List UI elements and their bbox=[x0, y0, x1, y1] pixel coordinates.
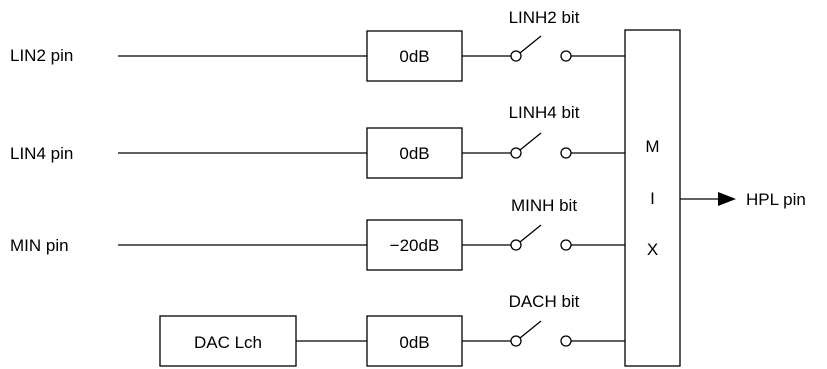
mixer-box bbox=[624, 29, 681, 367]
dach-switch bbox=[510, 320, 572, 347]
dac-gain-box bbox=[366, 315, 463, 367]
lin2-gain-label: 0dB bbox=[399, 47, 429, 66]
dac-lch-label: DAC Lch bbox=[194, 333, 262, 352]
linh4-bit-label: LINH4 bit bbox=[509, 103, 580, 122]
dach-bit-label: DACH bit bbox=[509, 292, 580, 311]
linh2-bit-label: LINH2 bit bbox=[509, 8, 580, 27]
mixer-letter-i: I bbox=[650, 189, 655, 208]
lin4-pin-label: LIN4 pin bbox=[10, 144, 73, 163]
min-gain-box bbox=[366, 219, 463, 271]
hpl-pin-label: HPL pin bbox=[746, 190, 806, 209]
min-gain-label: −20dB bbox=[390, 236, 440, 255]
lin4-gain-box bbox=[366, 127, 463, 179]
row-lin2: LIN2 pin 0dB LINH2 bit bbox=[10, 8, 625, 82]
output: HPL pin bbox=[680, 190, 806, 209]
linh4-switch bbox=[510, 132, 572, 159]
lin2-pin-label: LIN2 pin bbox=[10, 46, 73, 65]
row-min: MIN pin −20dB MINH bit bbox=[10, 196, 625, 271]
mixer-letter-m: M bbox=[645, 137, 659, 156]
row-lin4: LIN4 pin 0dB LINH4 bit bbox=[10, 103, 625, 179]
mixer-letter-x: X bbox=[647, 240, 658, 259]
lin4-gain-label: 0dB bbox=[399, 144, 429, 163]
output-arrow-icon bbox=[718, 192, 736, 206]
minh-switch bbox=[510, 224, 572, 251]
row-dac: DAC Lch 0dB DACH bit bbox=[159, 292, 625, 367]
mixer-block: M I X bbox=[624, 29, 681, 367]
dac-lch-box bbox=[159, 315, 297, 367]
min-pin-label: MIN pin bbox=[10, 236, 69, 255]
minh-bit-label: MINH bit bbox=[511, 196, 577, 215]
dac-gain-label: 0dB bbox=[399, 333, 429, 352]
linh2-switch bbox=[510, 35, 572, 62]
